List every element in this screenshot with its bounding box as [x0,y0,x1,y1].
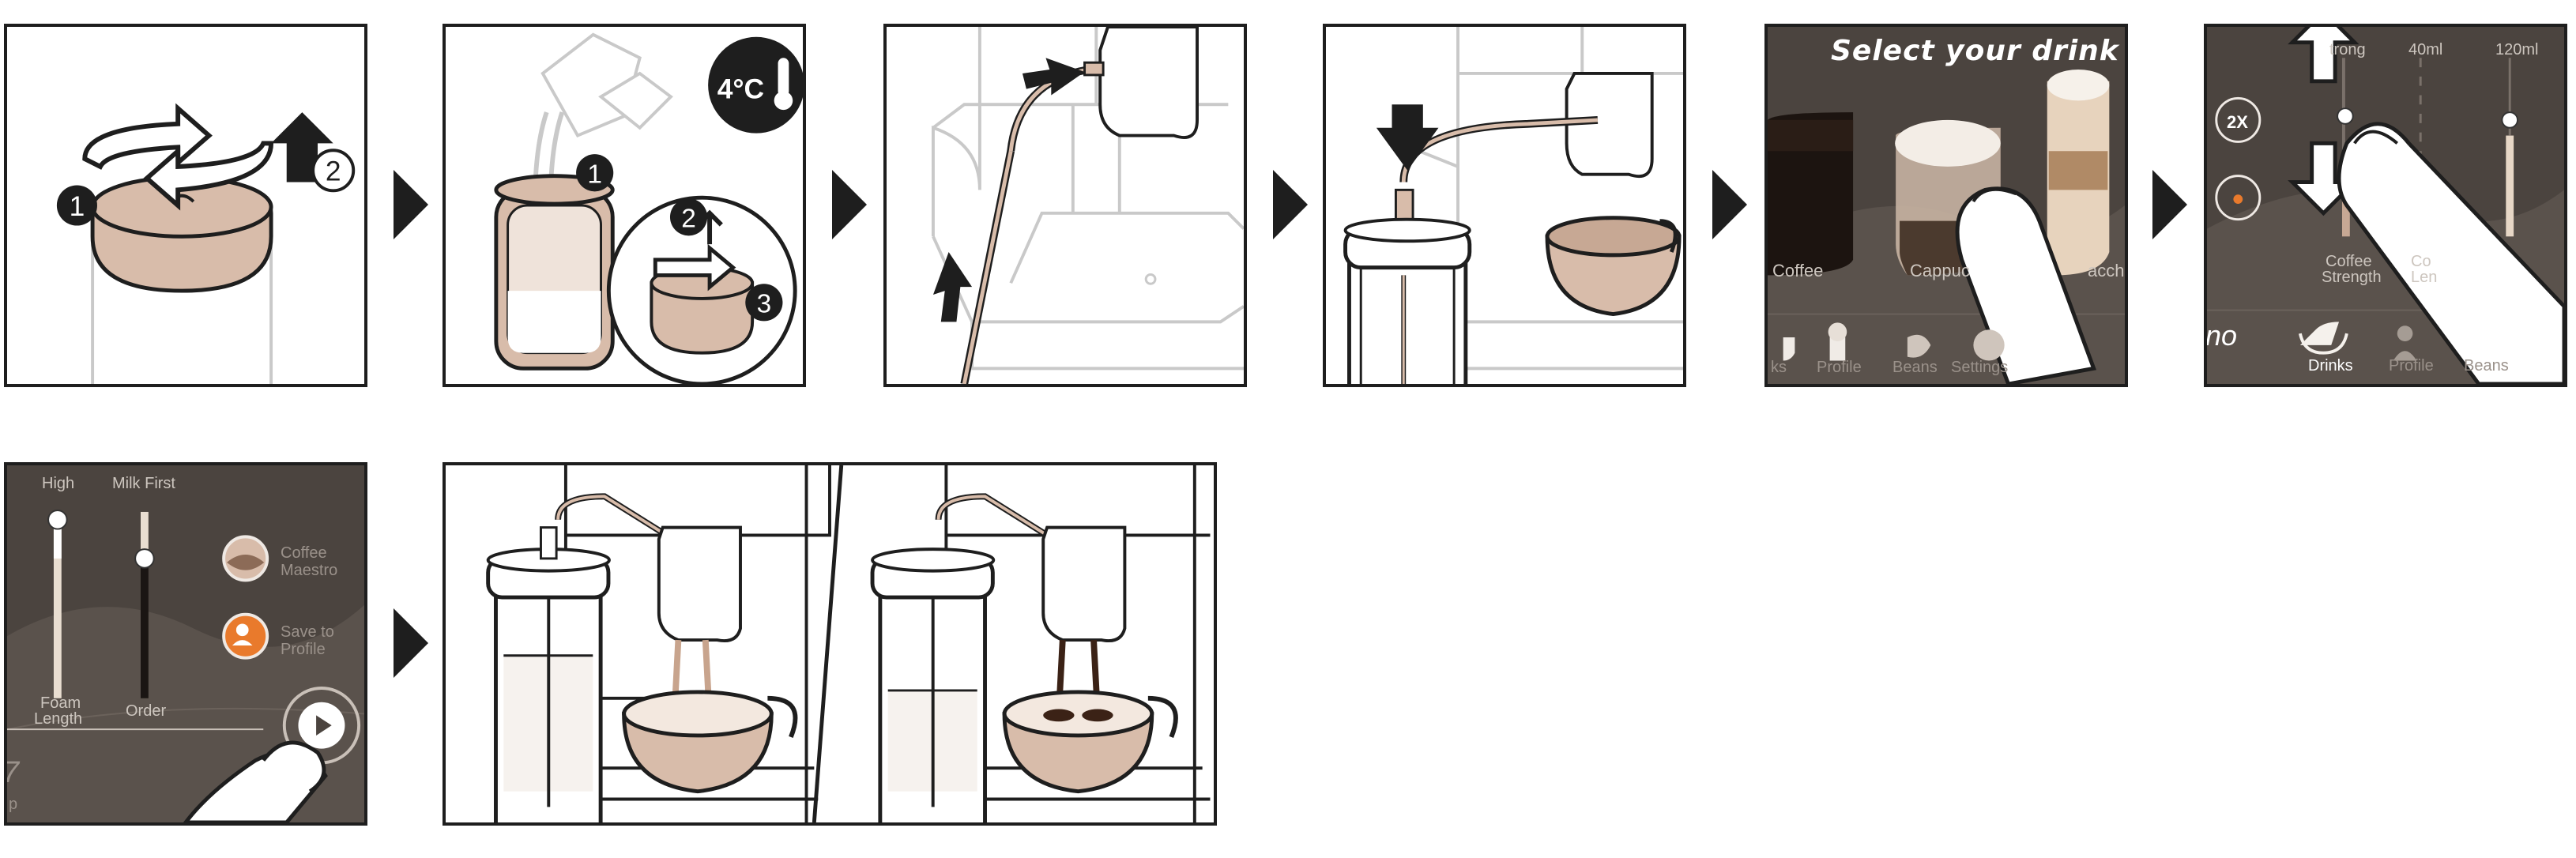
select-drink-title: Select your drink [1831,35,2119,67]
step-1-illustration: 1 2 [7,27,364,384]
start-button[interactable] [292,694,363,766]
nav-fragment: no [2205,319,2237,352]
next-arrow-4 [1712,170,1747,239]
step-5-background [1768,27,2125,384]
tab-120ml[interactable]: 120ml [2495,41,2538,59]
next-arrow-6 [394,608,428,678]
edge-letter: p [9,796,17,814]
next-arrow-2 [832,170,867,239]
nav-beans[interactable]: Beans [1892,359,1938,377]
nav-profile[interactable]: Profile [2389,357,2434,375]
drink-label-coffee[interactable]: Coffee [1772,261,1823,281]
nav-beans[interactable]: Beans [2464,357,2509,375]
coffee-maestro-label-line2[interactable]: Maestro [281,562,337,580]
step-2-badge-2: 2 [681,205,696,234]
order-top-label: Milk First [112,475,175,493]
edge-number: 7 [4,756,19,790]
temperature-label: 4°C [717,73,764,104]
next-arrow-5 [2152,170,2187,239]
coffee-maestro-label-line1[interactable]: Coffee [281,544,327,563]
drink-label-cappuccino[interactable]: Cappuc [1910,261,1970,281]
nav-settings[interactable]: Settings [1951,359,2008,377]
next-arrow-3 [1273,170,1308,239]
save-to-profile-label-line1[interactable]: Save to [281,623,334,642]
tab-strong[interactable]: trong [2329,41,2366,59]
step-2-badge-1: 1 [587,160,602,190]
nav-profile[interactable]: Profile [1817,359,1862,377]
next-arrow-1 [394,170,428,239]
step-1-badge-1: 1 [70,191,85,222]
save-to-profile-label-line2[interactable]: Profile [281,641,326,659]
step-4-panel [1323,24,1686,387]
double-shot-button[interactable]: 2X [2227,112,2248,133]
foam-length-label-line2: Length [34,710,82,728]
step-8-panel [443,462,1217,826]
order-label: Order [126,702,166,721]
step-8-illustration [446,465,1214,822]
step-1-badge-2: 2 [326,156,341,187]
step-3-panel [883,24,1247,387]
step-2-badge-3: 3 [757,290,772,319]
step-5-panel: Select your drink Coffee Cappuc acch ks … [1764,24,2128,387]
step-3-illustration [887,27,1244,384]
step-7-panel: High Milk First Foam Length Order Coffee… [4,462,367,826]
step-2-illustration: 1 4°C 2 3 [446,27,803,384]
step-4-illustration [1326,27,1683,384]
nav-drinks[interactable]: Drinks [2308,357,2353,375]
step-2-panel: 1 4°C 2 3 [443,24,806,387]
step-6-panel: trong 40ml 120ml 2X Coffee Strength Co L… [2204,24,2567,387]
coffee-length-label-line2: Len [2411,269,2437,287]
step-1-panel: 1 2 [4,24,367,387]
foam-length-top-label: High [42,475,74,493]
tab-40ml[interactable]: 40ml [2408,41,2442,59]
drink-label-macchiato[interactable]: acch [2088,261,2124,281]
nav-drinks[interactable]: ks [1771,359,1787,377]
coffee-strength-label-line2: Strength [2322,269,2382,287]
step-6-background [2207,27,2564,384]
